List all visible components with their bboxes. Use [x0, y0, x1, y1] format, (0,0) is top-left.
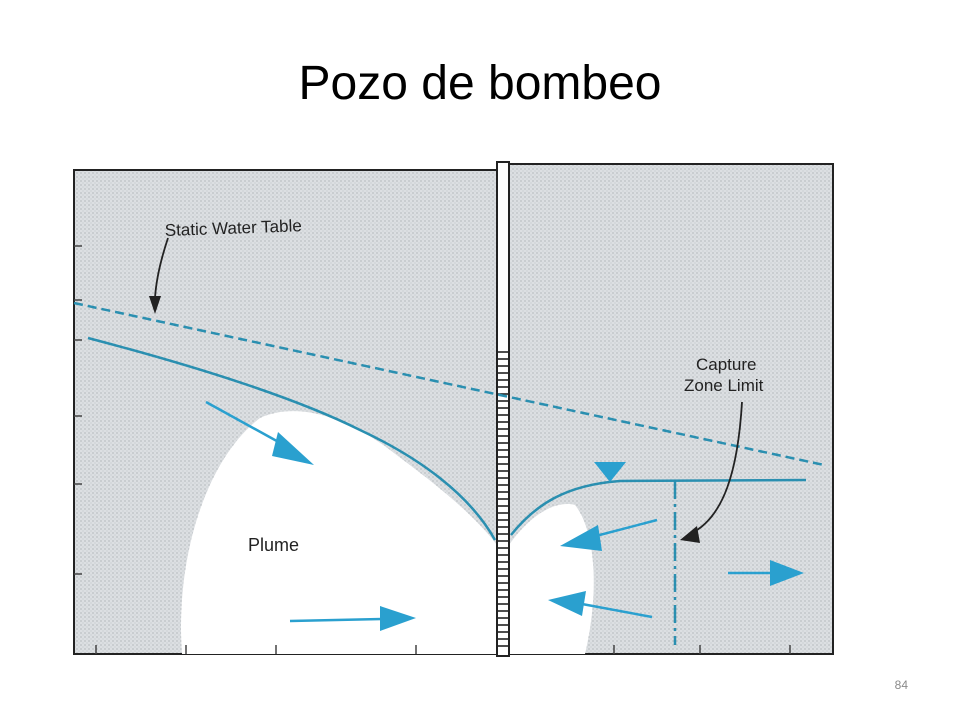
flow-arrow-icon [205, 400, 314, 465]
flow-arrow-icon [560, 518, 658, 551]
flow-arrows [205, 400, 804, 631]
flow-arrow-icon [548, 591, 653, 619]
page-number: 84 [894, 678, 908, 692]
plume-region [180, 411, 498, 654]
slide-title: Pozo de bombeo [298, 57, 662, 110]
well-screen [498, 351, 508, 647]
capture-zone-label-line1: Capture [696, 355, 756, 374]
static-water-table-pointer-head-icon [149, 296, 161, 314]
static-water-table-pointer [154, 237, 169, 299]
flow-arrow-icon [728, 560, 804, 586]
drawdown-curve-right [510, 478, 807, 536]
static-water-table-label: Static Water Table [164, 216, 302, 240]
bottom-ticks [95, 645, 791, 654]
flow-arrow-icon [289, 606, 416, 631]
drawdown-curve-left [87, 336, 497, 541]
capture-zone-pointer-head-icon [680, 526, 700, 543]
depth-ticks [74, 245, 82, 575]
capture-zone-label-line2: Zone Limit [684, 376, 764, 395]
plume-label: Plume [248, 535, 299, 555]
water-table-marker-icon [594, 462, 626, 482]
well-casing [496, 161, 510, 657]
capture-zone-pointer [689, 401, 743, 535]
static-water-table-line [73, 301, 825, 467]
